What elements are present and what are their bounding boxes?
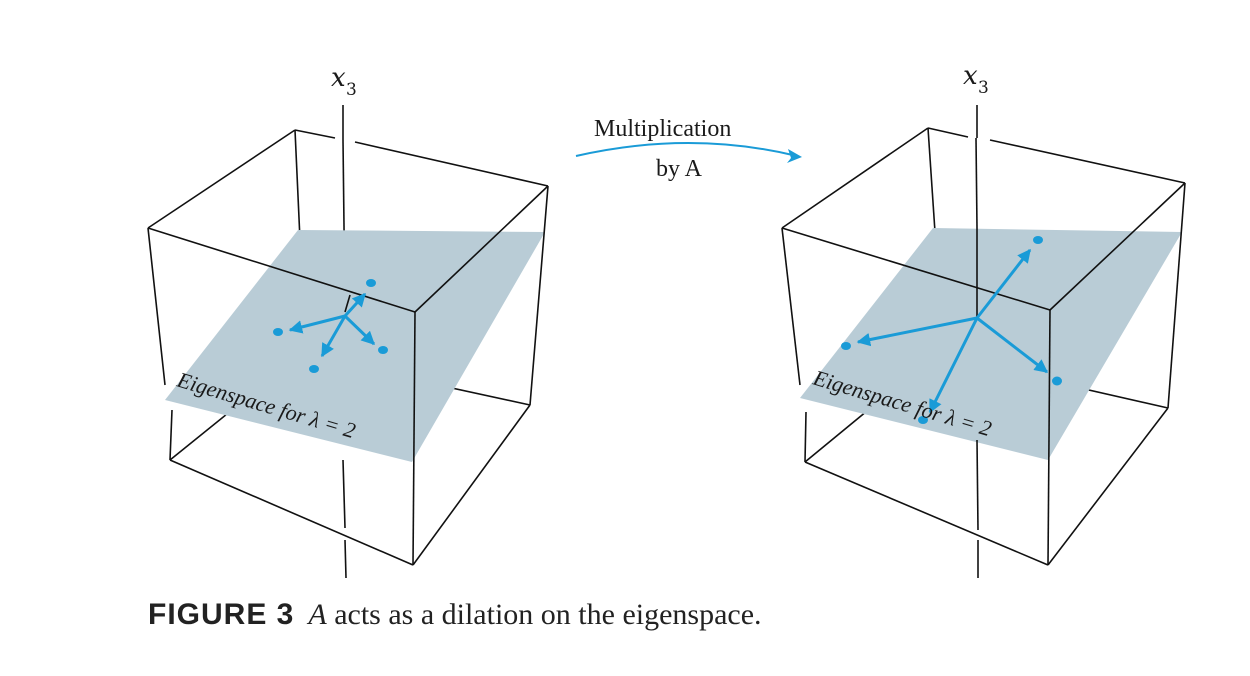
left-point-right [378, 346, 388, 354]
left-eigenvectors [273, 279, 388, 373]
right-point-down [918, 416, 928, 424]
left-vector-left [288, 314, 346, 334]
right-cube-front-edges [781, 105, 1186, 578]
right-point-right [1052, 376, 1062, 386]
right-eigenvectors [841, 236, 1062, 424]
transform-label-line1: Multiplication [594, 116, 731, 142]
right-axis-subscript: 3 [978, 78, 989, 98]
right-vector-down [928, 317, 979, 414]
left-axis-subscript: 3 [346, 80, 357, 100]
right-axis-label: x [963, 61, 978, 91]
left-point-left [273, 328, 283, 336]
transform-arrowhead-icon [787, 149, 802, 163]
left-point-up [366, 279, 376, 287]
right-vector-right [976, 316, 1049, 374]
transform-arrow [575, 142, 798, 157]
left-eigenspace-plane [165, 230, 545, 462]
caption-variable: A [308, 598, 327, 631]
transform-label-line2: by A [656, 156, 703, 182]
right-panel: x 3 Eigenspace for λ = 2 [781, 61, 1186, 578]
right-point-up [1033, 236, 1043, 244]
right-eigenspace-plane [800, 228, 1182, 460]
left-vector-right [343, 314, 376, 346]
figure-number: FIGURE 3 [148, 598, 295, 631]
right-vector-left [856, 316, 978, 347]
figure-caption: FIGURE 3 A acts as a dilation on the eige… [148, 598, 762, 632]
right-point-left [841, 342, 851, 350]
left-axis-label: x [331, 63, 346, 93]
caption-text: acts as a dilation on the eigenspace. [326, 598, 762, 631]
left-cube-front-edges [147, 105, 549, 579]
transform-arrow-group: Multiplication by A [575, 116, 802, 182]
left-panel: x 3 Eigenspace for λ = 2 [147, 63, 549, 579]
left-vector-down [320, 315, 347, 358]
right-vector-up [975, 248, 1032, 319]
left-point-down [309, 365, 319, 373]
left-vector-up [343, 292, 367, 318]
